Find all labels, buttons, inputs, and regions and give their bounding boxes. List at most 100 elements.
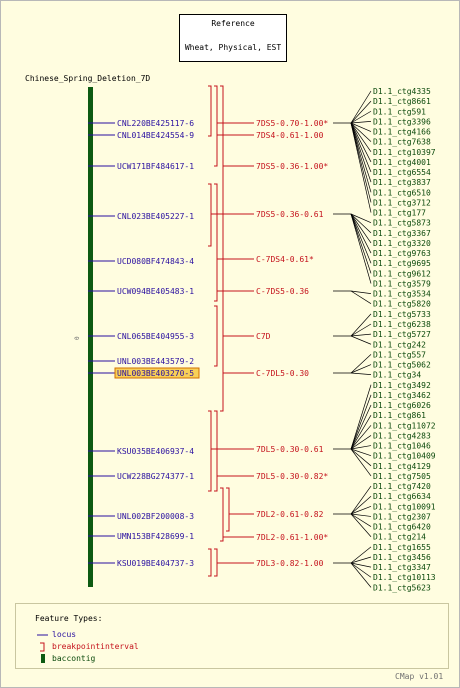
- contig-label[interactable]: D1.1_ctg2307: [373, 512, 431, 521]
- contig-label[interactable]: D1.1_ctg4001: [373, 158, 431, 167]
- interval-bracket[interactable]: [208, 183, 212, 247]
- interval-bracket[interactable]: [220, 85, 224, 412]
- interval-label[interactable]: 7DL2-0.61-0.82: [256, 510, 324, 519]
- contig-label[interactable]: D1.1_ctg6554: [373, 168, 431, 177]
- interval-bracket[interactable]: [214, 548, 218, 577]
- interval-bracket[interactable]: [214, 305, 218, 367]
- interval-label[interactable]: 7DS5-0.36-0.61: [256, 210, 324, 219]
- interval-bracket[interactable]: [226, 487, 230, 532]
- interval-label[interactable]: 7DL2-0.61-1.00*: [256, 533, 328, 542]
- contig-label[interactable]: D1.1_ctg10397: [373, 148, 436, 157]
- locus-label[interactable]: CNL014BE424554-9: [117, 131, 194, 140]
- locus-label[interactable]: UNL003BE443579-2: [117, 357, 194, 366]
- locus-label[interactable]: CNL220BE425117-6: [117, 119, 194, 128]
- contig-label[interactable]: D1.1_ctg3396: [373, 117, 431, 126]
- contig-label[interactable]: D1.1_ctg9612: [373, 269, 431, 278]
- contig-label[interactable]: D1.1_ctg3462: [373, 391, 431, 400]
- interval-label[interactable]: 7DS5-0.36-1.00*: [256, 162, 328, 171]
- contig-label[interactable]: D1.1_ctg4335: [373, 87, 431, 96]
- interval-bracket[interactable]: [214, 85, 218, 167]
- locus-label[interactable]: UNL003BE403270-5: [117, 369, 194, 378]
- interval-bracket[interactable]: [208, 410, 212, 492]
- contig-label[interactable]: D1.1_ctg6026: [373, 401, 431, 410]
- contig-label[interactable]: D1.1_ctg9695: [373, 259, 431, 268]
- contig-label[interactable]: D1.1_ctg3367: [373, 229, 431, 238]
- locus-label[interactable]: CNL023BE405227-1: [117, 212, 194, 221]
- interval-bracket[interactable]: [214, 410, 218, 492]
- interval-label[interactable]: 7DS4-0.61-1.00: [256, 131, 324, 140]
- contig-label[interactable]: D1.1_ctg3456: [373, 553, 431, 562]
- locus-label[interactable]: UCW094BE405483-1: [117, 287, 194, 296]
- contig-label[interactable]: D1.1_ctg5623: [373, 583, 431, 592]
- contig-label[interactable]: D1.1_ctg8661: [373, 97, 431, 106]
- contig-label[interactable]: D1.1_ctg10091: [373, 502, 436, 511]
- contig-label[interactable]: D1.1_ctg3320: [373, 239, 431, 248]
- connector-line: [350, 122, 372, 142]
- contig-label[interactable]: D1.1_ctg1655: [373, 543, 431, 552]
- contig-label[interactable]: D1.1_ctg591: [373, 107, 426, 116]
- interval-label[interactable]: C-7DL5-0.30: [256, 369, 309, 378]
- connector-line: [350, 122, 372, 193]
- contig-label[interactable]: D1.1_ctg3712: [373, 198, 431, 207]
- interval-label[interactable]: C-7DS4-0.61*: [256, 255, 314, 264]
- interval-label[interactable]: 7DL3-0.82-1.00: [256, 559, 324, 568]
- locus-label[interactable]: KSU035BE406937-4: [117, 447, 194, 456]
- contig-label[interactable]: D1.1_ctg10113: [373, 573, 436, 582]
- contig-label[interactable]: D1.1_ctg5062: [373, 361, 431, 370]
- connector-line: [350, 435, 372, 450]
- contig-label[interactable]: D1.1_ctg3492: [373, 381, 431, 390]
- contig-label[interactable]: D1.1_ctg11072: [373, 421, 436, 430]
- interval-label[interactable]: 7DL5-0.30-0.82*: [256, 472, 328, 481]
- contig-label[interactable]: D1.1_ctg177: [373, 209, 426, 218]
- locus-label[interactable]: KSU019BE404737-3: [117, 559, 194, 568]
- locus-label[interactable]: UCW171BF484617-1: [117, 162, 194, 171]
- locus-label[interactable]: UCD080BF474843-4: [117, 257, 194, 266]
- interval-bracket[interactable]: [208, 85, 212, 137]
- connector-line: [350, 562, 372, 568]
- contig-label[interactable]: D1.1_ctg557: [373, 350, 426, 359]
- contig-label[interactable]: D1.1_ctg3579: [373, 279, 431, 288]
- chromosome-contig-bar[interactable]: [88, 87, 93, 587]
- contig-label[interactable]: D1.1_ctg1046: [373, 442, 431, 451]
- contig-label[interactable]: D1.1_ctg3347: [373, 563, 431, 572]
- interval-bracket[interactable]: [214, 183, 218, 302]
- interval-label[interactable]: 7DS5-0.70-1.00*: [256, 119, 328, 128]
- interval-label[interactable]: C7D: [256, 332, 271, 341]
- contig-label[interactable]: D1.1_ctg9763: [373, 249, 431, 258]
- contig-label[interactable]: D1.1_ctg10409: [373, 452, 436, 461]
- interval-bracket[interactable]: [208, 548, 212, 577]
- contig-label[interactable]: D1.1_ctg7420: [373, 482, 431, 491]
- contig-label[interactable]: D1.1_ctg5820: [373, 300, 431, 309]
- locus-label[interactable]: UCW228BG274377-1: [117, 472, 194, 481]
- interval-label[interactable]: C-7DS5-0.36: [256, 287, 309, 296]
- contig-label[interactable]: D1.1_ctg5873: [373, 219, 431, 228]
- contig-label[interactable]: D1.1_ctg7638: [373, 138, 431, 147]
- contig-label[interactable]: D1.1_ctg3534: [373, 290, 431, 299]
- contig-label[interactable]: D1.1_ctg6420: [373, 523, 431, 532]
- contig-label[interactable]: D1.1_ctg861: [373, 411, 426, 420]
- map-title[interactable]: Chinese_Spring_Deletion_7D: [25, 74, 150, 83]
- contig-label[interactable]: D1.1_ctg5727: [373, 330, 431, 339]
- contig-label[interactable]: D1.1_ctg5733: [373, 310, 431, 319]
- interval-brackets: [208, 85, 230, 577]
- contig-label[interactable]: D1.1_ctg34: [373, 371, 421, 380]
- contig-label[interactable]: D1.1_ctg4129: [373, 462, 431, 471]
- contig-label[interactable]: D1.1_ctg242: [373, 340, 426, 349]
- locus-label[interactable]: UNL002BF200008-3: [117, 512, 194, 521]
- contig-label[interactable]: D1.1_ctg4283: [373, 431, 431, 440]
- contig-label[interactable]: D1.1_ctg214: [373, 533, 426, 542]
- interval-bracket[interactable]: [220, 487, 224, 542]
- contig-label[interactable]: D1.1_ctg6238: [373, 320, 431, 329]
- locus-label[interactable]: CNL065BE404955-3: [117, 332, 194, 341]
- contig-list: D1.1_ctg4335D1.1_ctg8661D1.1_ctg591D1.1_…: [373, 87, 436, 592]
- legend-title: Feature Types:: [35, 614, 103, 623]
- contig-label[interactable]: D1.1_ctg7505: [373, 472, 431, 481]
- connector-line: [350, 448, 372, 477]
- contig-label[interactable]: D1.1_ctg4166: [373, 128, 431, 137]
- contig-label[interactable]: D1.1_ctg6510: [373, 188, 431, 197]
- reference-box[interactable]: Reference Wheat, Physical, EST: [179, 14, 287, 62]
- contig-label[interactable]: D1.1_ctg3837: [373, 178, 431, 187]
- contig-label[interactable]: D1.1_ctg6634: [373, 492, 431, 501]
- interval-label[interactable]: 7DL5-0.30-0.61: [256, 445, 324, 454]
- locus-label[interactable]: UMN153BF428699-1: [117, 532, 194, 541]
